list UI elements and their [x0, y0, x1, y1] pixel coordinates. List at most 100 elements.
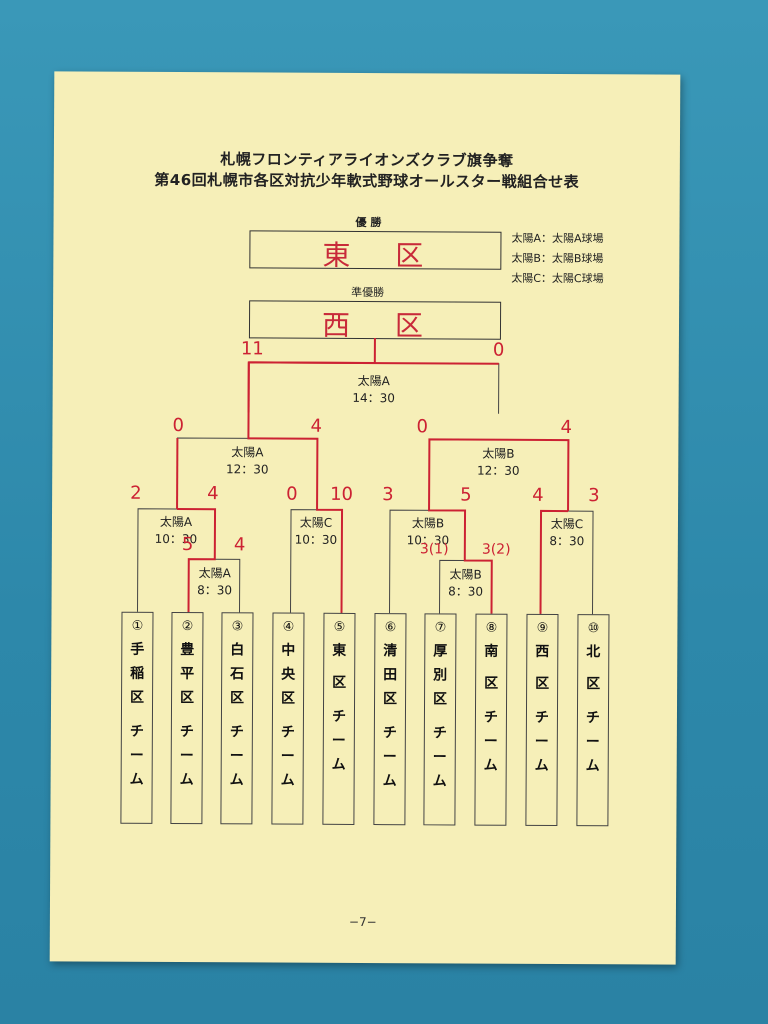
- r1-right-score-left: 3(1): [419, 541, 449, 558]
- team-name-char: 厚: [433, 643, 448, 660]
- team-name-char: ム: [483, 757, 498, 774]
- team-name-char: 石: [230, 666, 245, 683]
- team-name-char: ー: [280, 748, 295, 765]
- qf2-score-right: 10: [330, 483, 354, 505]
- team-name-char: 清: [383, 643, 398, 660]
- team-name-char: チ: [534, 709, 549, 726]
- qf1-score-right: 4: [207, 483, 219, 505]
- team-name-char: 区: [383, 691, 398, 708]
- team-name-char: 区: [535, 675, 550, 692]
- qf3-score-right: 5: [460, 484, 472, 506]
- team-name-char: ム: [585, 758, 600, 775]
- r1-left-score-left: 5: [181, 534, 194, 556]
- team-number: ⑤: [333, 619, 346, 635]
- qf2-venue: 太陽C 10：30: [294, 515, 338, 547]
- semi-left-score-left: 0: [172, 414, 184, 437]
- team-name-char: 田: [383, 667, 398, 684]
- team-name-char: ム: [432, 773, 447, 790]
- semi-right-venue: 太陽B 12：30: [476, 446, 520, 478]
- semi-right-score-left: 0: [416, 416, 428, 438]
- team-name-char: チ: [280, 724, 295, 741]
- team-name-char: 区: [281, 690, 296, 707]
- team-name-char: ー: [432, 749, 447, 766]
- team-name-char: 区: [230, 690, 245, 707]
- r1-right-venue: 太陽B 8：30: [448, 567, 484, 599]
- semi-right-score-right: 4: [560, 417, 572, 439]
- team-name-char: チ: [229, 724, 244, 741]
- team-box: ⑧ 南区チーム: [474, 613, 508, 826]
- team-name-char: ー: [229, 748, 244, 765]
- qf4-score-right: 3: [588, 485, 600, 507]
- team-name-char: チ: [129, 723, 144, 740]
- team-name-char: 稲: [130, 665, 145, 682]
- team-box: ⑤ 東区チーム: [322, 612, 356, 825]
- team-name-char: チ: [382, 725, 397, 742]
- team-name-char: 別: [433, 667, 448, 684]
- team-number: ⑧: [485, 620, 498, 636]
- team-name-char: 区: [433, 691, 448, 708]
- final-score-left: 11: [240, 338, 264, 360]
- team-box: ⑦ 厚別区チーム: [423, 613, 457, 826]
- team-name-char: チ: [179, 724, 194, 741]
- r1-left-score-right: 4: [233, 534, 246, 556]
- qf4-venue: 太陽C 8：30: [549, 516, 585, 549]
- team-box: ④ 中央区チーム: [271, 612, 305, 825]
- team-name-char: 豊: [180, 642, 195, 659]
- team-number: ⑦: [434, 620, 447, 636]
- semi-left-venue: 太陽A 12：30: [225, 445, 269, 477]
- team-name-char: 区: [484, 675, 499, 692]
- bracket-lines: [137, 338, 594, 615]
- team-name-char: 北: [586, 644, 601, 661]
- team-name-char: 白: [230, 642, 245, 659]
- final-score-right: 0: [492, 339, 505, 361]
- semi-left-score-right: 4: [310, 415, 322, 437]
- team-name-char: ー: [382, 749, 397, 766]
- qf1-venue: 太陽A 10：30: [154, 514, 198, 547]
- team-name-char: 手: [130, 641, 145, 658]
- team-name-char: 東: [332, 642, 347, 659]
- final-venue: 太陽A 14：30: [352, 373, 395, 406]
- team-number: ①: [131, 618, 144, 634]
- team-number: ⑨: [536, 620, 549, 636]
- team-box: ⑨ 西区チーム: [525, 613, 559, 827]
- team-name-char: 南: [484, 643, 499, 660]
- team-name-char: ー: [129, 747, 144, 764]
- team-name-char: チ: [432, 725, 447, 742]
- team-name-char: ム: [229, 772, 244, 789]
- team-name-char: 西: [535, 643, 550, 660]
- team-number: ②: [181, 619, 194, 635]
- team-number: ④: [282, 619, 295, 635]
- team-name-char: ー: [585, 734, 600, 751]
- team-number: ⑩: [587, 621, 600, 637]
- team-name-char: 央: [281, 666, 296, 683]
- team-name-char: 区: [332, 674, 347, 691]
- team-box: ⑥ 清田区チーム: [373, 613, 407, 826]
- qf3-score-left: 3: [382, 484, 394, 506]
- team-name-char: ム: [382, 773, 397, 790]
- team-name-char: 区: [180, 690, 195, 707]
- team-name-char: ー: [331, 732, 346, 749]
- team-name-char: ム: [331, 756, 346, 773]
- team-name-char: ム: [534, 757, 549, 774]
- team-name-char: ム: [129, 771, 144, 788]
- team-name-char: 区: [586, 676, 601, 693]
- team-name-char: 平: [180, 666, 195, 683]
- team-name-char: チ: [483, 709, 498, 726]
- team-name-char: チ: [331, 708, 347, 725]
- qf2-score-left: 0: [286, 483, 298, 505]
- team-number: ⑥: [384, 620, 397, 636]
- team-name-char: ー: [179, 748, 194, 765]
- qf4-score-left: 4: [532, 484, 544, 506]
- team-name-char: 中: [281, 642, 296, 659]
- qf1-score-left: 2: [130, 482, 142, 504]
- team-name-char: ム: [280, 772, 295, 789]
- team-name-char: ー: [534, 733, 549, 750]
- team-name-char: ー: [483, 733, 498, 750]
- r1-left-venue: 太陽A 8：30: [197, 566, 233, 598]
- tournament-sheet: 札幌フロンティアライオンズクラブ旗争奪 第46回札幌市各区対抗少年軟式野球オール…: [49, 71, 681, 965]
- r1-right-score-right: 3(2): [481, 541, 511, 558]
